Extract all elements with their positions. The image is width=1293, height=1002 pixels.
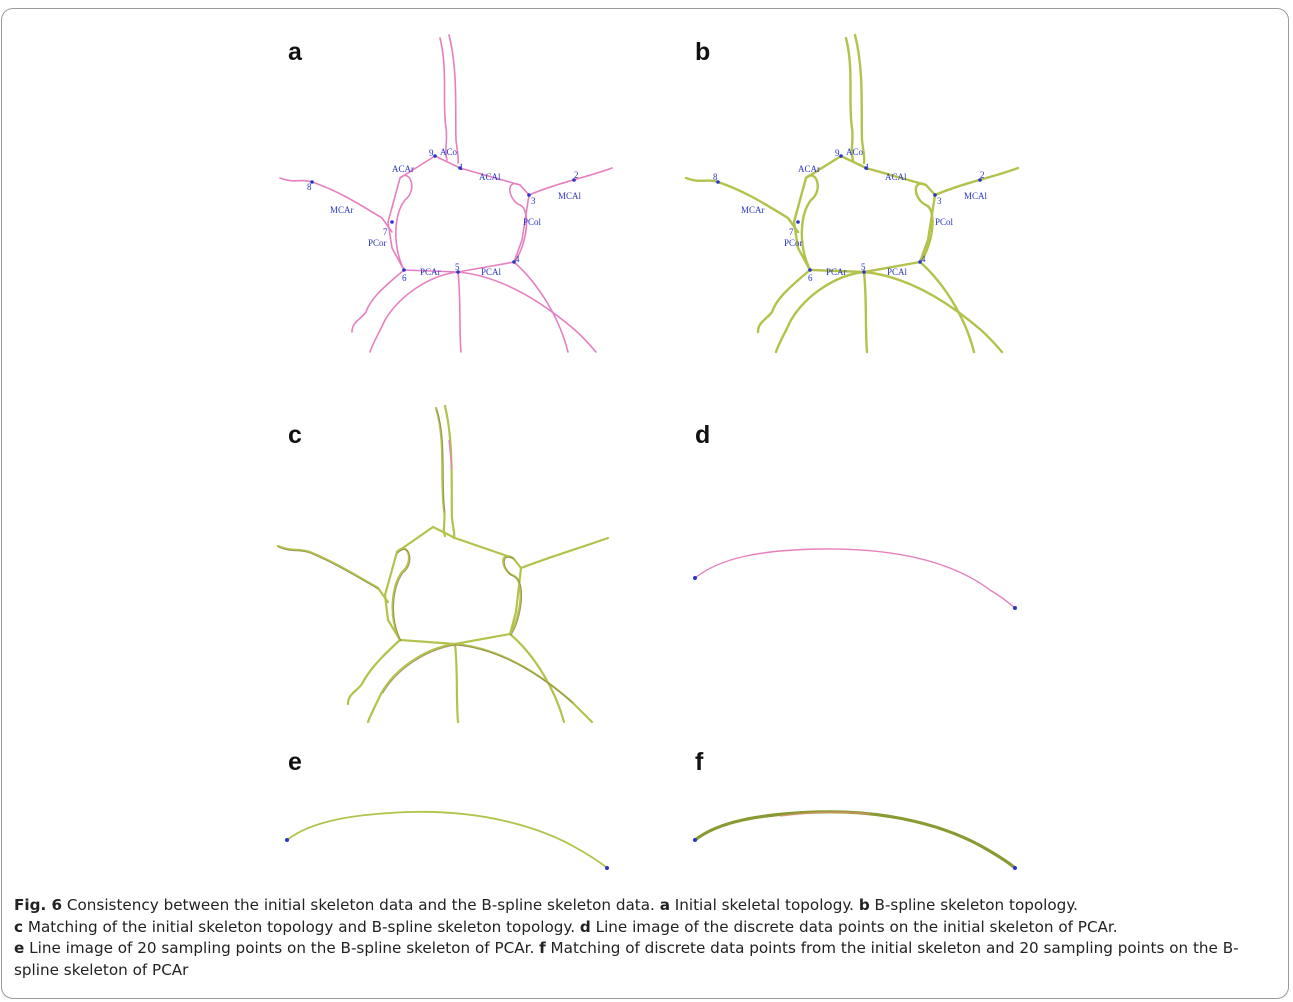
caption-e-text: Line image of 20 sampling points on the … [24, 939, 539, 957]
panel-f-end-point [1013, 866, 1017, 870]
caption-c-letter: c [14, 918, 23, 936]
caption-a-letter: a [660, 896, 670, 914]
panel-f-bspline-curve [695, 812, 1015, 868]
caption-fig-label: Fig. 6 [14, 896, 62, 914]
caption-a-text: Initial skeletal topology. [670, 896, 859, 914]
caption-f-letter: f [539, 939, 546, 957]
caption-c-text: Matching of the initial skeleton topolog… [23, 918, 580, 936]
caption-b-text: B-spline skeleton topology. [870, 896, 1078, 914]
caption-b-letter: b [859, 896, 870, 914]
caption-text: Consistency between the initial skeleton… [62, 896, 660, 914]
panel-f-start-point [693, 838, 697, 842]
caption-d-text: Line image of the discrete data points o… [591, 918, 1118, 936]
figure-caption: Fig. 6 Consistency between the initial s… [14, 895, 1276, 981]
caption-e-letter: e [14, 939, 24, 957]
caption-d-letter: d [580, 918, 591, 936]
